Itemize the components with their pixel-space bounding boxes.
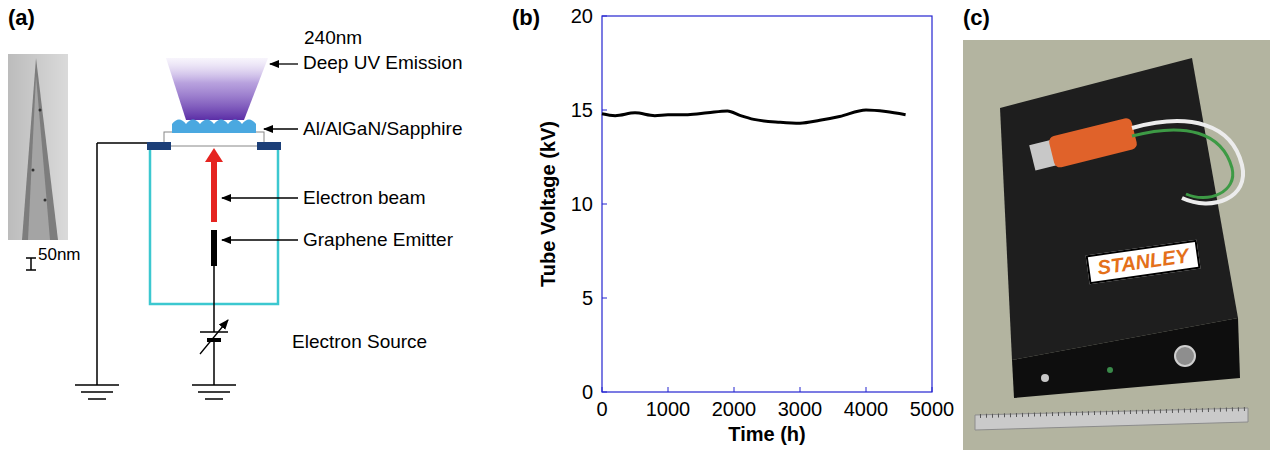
callout-label: Deep UV Emission — [303, 52, 462, 74]
axis-title: Time (h) — [728, 423, 805, 446]
panel-letter: (a) — [8, 5, 35, 30]
tick-label: 0 — [596, 398, 607, 421]
panel-letter: (b) — [512, 5, 540, 30]
tick-mark — [866, 387, 867, 392]
tick-label: 10 — [571, 193, 593, 216]
callout-label: Graphene Emitter — [303, 229, 453, 251]
tick-label: 1000 — [646, 398, 691, 421]
tick-label: 15 — [571, 99, 593, 122]
tick-mark — [602, 387, 603, 392]
plot-area — [602, 16, 932, 392]
tick-label: 5 — [582, 287, 593, 310]
tick-label: 2000 — [712, 398, 757, 421]
panel-letter: (c) — [963, 5, 990, 30]
tick-mark — [602, 110, 607, 111]
tick-mark — [800, 387, 801, 392]
scale-bar — [26, 258, 36, 270]
device-schematic — [75, 58, 281, 399]
tick-label: 0 — [582, 381, 593, 404]
tick-label: 3000 — [778, 398, 823, 421]
tick-mark — [602, 204, 607, 205]
tem-micrograph — [8, 54, 68, 240]
scale-label: 50nm — [38, 245, 81, 265]
callout-label: 240nm — [304, 27, 362, 49]
device-photo — [963, 40, 1270, 450]
tick-mark — [602, 16, 607, 17]
callout-label: Electron beam — [303, 187, 426, 209]
callout-label: Al/AlGaN/Sapphire — [303, 118, 462, 140]
tick-mark — [602, 392, 607, 393]
pointer-arrows — [222, 64, 298, 240]
data-line — [602, 110, 906, 123]
tick-label: 20 — [571, 5, 593, 28]
tick-label: 5000 — [910, 398, 955, 421]
tick-mark — [668, 387, 669, 392]
callout-label: Electron Source — [292, 331, 427, 353]
tick-label: 4000 — [844, 398, 889, 421]
plot-frame — [602, 16, 932, 392]
axis-title: Tube Voltage (kV) — [537, 121, 560, 287]
tick-mark — [734, 387, 735, 392]
tick-mark — [932, 387, 933, 392]
tick-mark — [602, 298, 607, 299]
